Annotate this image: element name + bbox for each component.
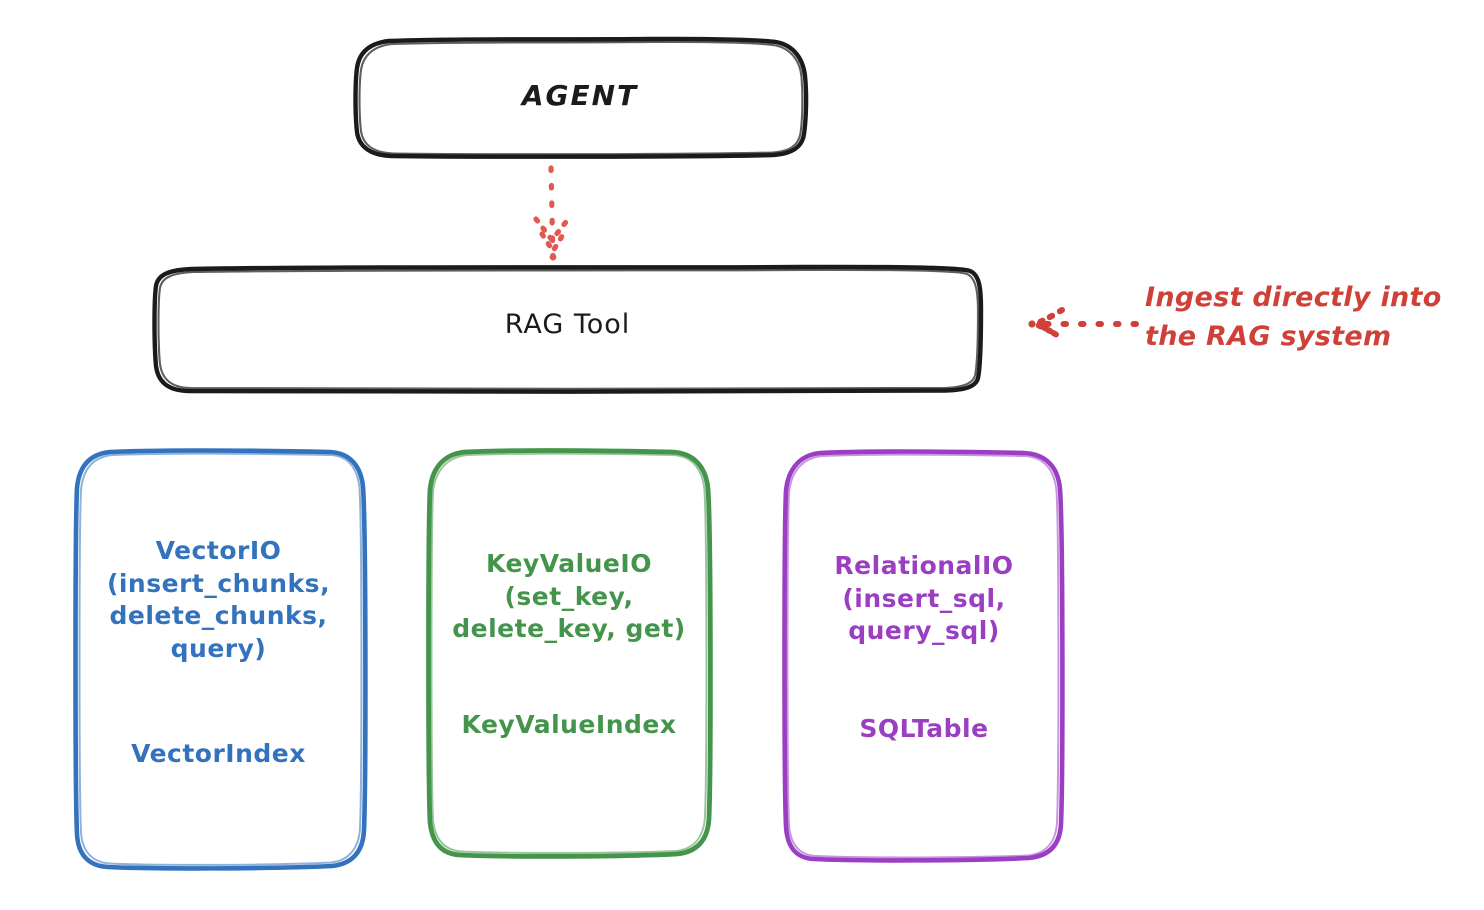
agent-to-rag-connector: [533, 165, 572, 262]
agent-box[interactable]: [353, 36, 809, 159]
key-value-io-box[interactable]: [426, 448, 713, 859]
ingest-pointer-connector: [1028, 307, 1139, 341]
vector-io-box[interactable]: [73, 448, 368, 871]
ingest-annotation-text: Ingest directly into the RAG system: [1145, 282, 1442, 353]
relational-io-box[interactable]: [782, 449, 1065, 863]
rag-tool-box[interactable]: [152, 264, 984, 394]
